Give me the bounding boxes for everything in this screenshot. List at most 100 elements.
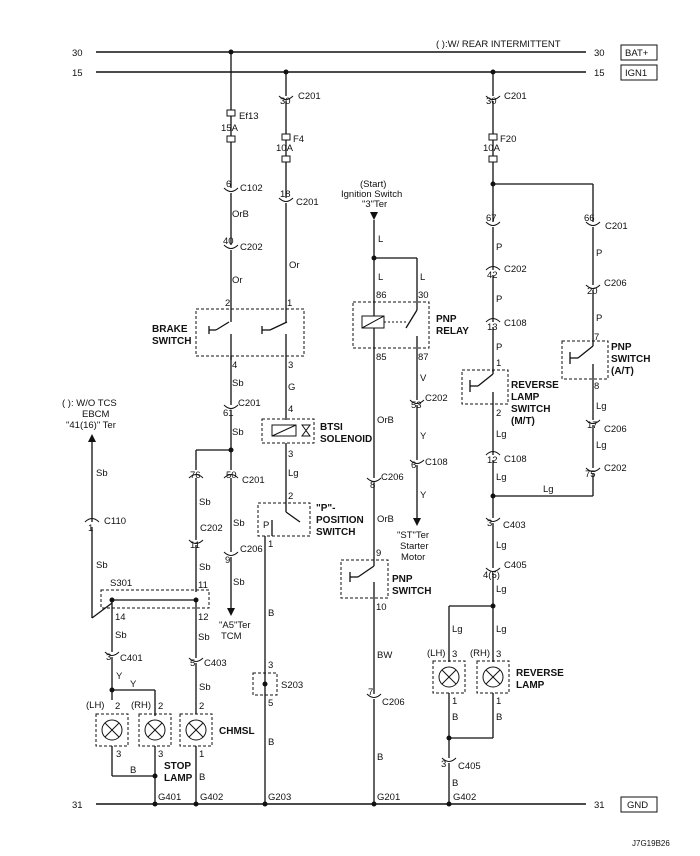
g201-label: G201: [377, 792, 400, 803]
pin-30-c201b: 30: [486, 96, 497, 107]
pin-12: 12: [198, 612, 209, 623]
btsi-label-2: SOLENOID: [320, 434, 372, 445]
pin-2-rh: 2: [158, 701, 163, 712]
tcm-note-2: TCM: [221, 631, 242, 642]
rls-label-2: LAMP: [511, 392, 540, 403]
stop-lamp-rh-bulb-icon: [144, 719, 166, 741]
wire-g: G: [288, 382, 295, 393]
c206-label-c: C206: [382, 697, 405, 708]
pnp-circuit: (Start) Ignition Switch "3"Ter L L L 86 …: [340, 179, 469, 807]
fuse-f4-name: F4: [293, 134, 304, 145]
pin-3-btsi: 3: [288, 449, 293, 460]
c201-label-d: C201: [296, 197, 319, 208]
bus-15-label-right: 15: [594, 68, 605, 79]
pin-3-rh: 3: [158, 749, 163, 760]
connector-c206-17: [585, 419, 601, 424]
wire-b-h: B: [452, 778, 458, 789]
stop-lamp-lh-bulb-icon: [101, 719, 123, 741]
s203-label: S203: [281, 680, 303, 691]
bus-lines: 30 15 31 30 15 31 BAT+ IGN1 GND ( ):W/ R…: [72, 39, 658, 813]
wire-sb-b: Sb: [232, 427, 244, 438]
fuse-ef13-bottom: [226, 135, 236, 143]
pin-17: 17: [587, 420, 598, 431]
pin-9-pnp: 9: [376, 548, 381, 559]
g402-label-b: G402: [453, 792, 476, 803]
wire-sb-h: Sb: [96, 560, 108, 571]
pin-14: 14: [115, 612, 126, 623]
connector-c206-20: [585, 284, 601, 289]
wire-lg-d: Lg: [596, 401, 607, 412]
pin-3-lh: 3: [116, 749, 121, 760]
fuse-f20-bottom: [488, 155, 498, 163]
wire-lg-h: Lg: [496, 584, 507, 595]
c202-label-b: C202: [200, 523, 223, 534]
pin-1-rev-lh: 1: [452, 696, 457, 707]
rev-rh-label: (RH): [470, 648, 490, 659]
wire-b-c: B: [268, 608, 274, 619]
pin-5-s203: 5: [268, 698, 273, 709]
c403-label-b: C403: [503, 520, 526, 531]
rev-lh-label: (LH): [427, 648, 445, 659]
pin-3-s203: 3: [268, 660, 273, 671]
c201-label-e: C201: [504, 91, 527, 102]
connector-c201-67: [485, 221, 501, 226]
reverse-lamp-rh-bulb-icon: [482, 666, 504, 688]
pnp-relay-label-2: RELAY: [436, 326, 469, 337]
arrow-down-icon: [370, 212, 378, 220]
ground-g203: [262, 801, 268, 807]
ignition-note-3: "3"Ter: [362, 199, 387, 210]
pin-3-c403b: 3: [487, 518, 492, 529]
bus-31-label-right: 31: [594, 800, 605, 811]
c202-label-e: C202: [604, 463, 627, 474]
pin-67: 67: [486, 213, 497, 224]
g402-label-a: G402: [200, 792, 223, 803]
pin-30-c201: 30: [280, 96, 291, 107]
fuse-ef13-rating: 15A: [221, 123, 239, 134]
connector-c202-75: [585, 467, 601, 472]
p-position-switch-box: [257, 502, 311, 537]
wire-sb-a: Sb: [232, 378, 244, 389]
ground-g201: [371, 801, 377, 807]
ignition-note-1: (Start): [360, 179, 386, 190]
wire-b-e: B: [377, 752, 383, 763]
wire-y-d: Y: [420, 490, 427, 501]
connector-c201-66: [585, 221, 601, 226]
rls-label-4: (M/T): [511, 416, 535, 427]
rls-label-3: SWITCH: [511, 404, 550, 415]
wire-b-b: B: [199, 772, 205, 783]
pin-2-ppos: 2: [288, 491, 293, 502]
brake-switch-label-1: BRAKE: [152, 324, 188, 335]
diagram-code: J7G19B26: [632, 839, 670, 848]
ppos-label-1: "P"-: [316, 503, 335, 514]
brake-switch-box: [195, 308, 305, 357]
pin-66: 66: [584, 213, 595, 224]
pnp-switch-box: [340, 559, 389, 599]
ground-g401: [152, 801, 158, 807]
c206-label-a: C206: [240, 544, 263, 555]
wire-b-d: B: [268, 737, 274, 748]
stop-lamps: 3 C401 Y Y (LH) (RH) 2 2 3 3 B STOP LAMP…: [86, 651, 193, 807]
connector-c202-11: [188, 539, 204, 544]
reverse-lamp-switch-box: [461, 369, 509, 405]
pin-9-a: 9: [225, 555, 230, 566]
reverse-lamp-label-1: REVERSE: [516, 668, 564, 679]
c108-label-b: C108: [504, 318, 527, 329]
bus-15-label-left: 15: [72, 68, 83, 79]
tcm-note-1: "A5"Ter: [219, 620, 251, 631]
wire-sb-j: Sb: [198, 632, 210, 643]
wire-orb-c: OrB: [377, 514, 394, 525]
btsi-solenoid-box: [261, 418, 315, 444]
ign-box: [620, 64, 658, 81]
connector-c201-50: [223, 474, 239, 479]
stop-lamp-label-2: LAMP: [164, 773, 193, 784]
pnp-switch-label-1: PNP: [392, 574, 413, 585]
pin-20: 20: [587, 286, 598, 297]
bus-30-label-left: 30: [72, 48, 83, 59]
fuse-f20-top: [488, 133, 498, 141]
pnp-relay-label-1: PNP: [436, 314, 457, 325]
connector-c202-a: [223, 244, 239, 249]
reverse-lamp-label-2: LAMP: [516, 680, 545, 691]
wire-p-d: P: [596, 248, 602, 259]
s301-label: S301: [110, 578, 132, 589]
